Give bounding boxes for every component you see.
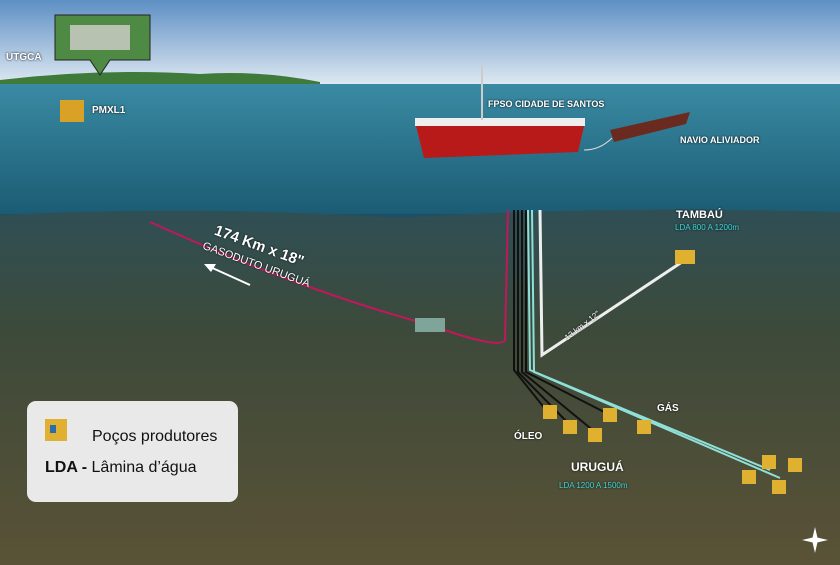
label-tambau-lda: LDA 800 A 1200m <box>675 223 740 232</box>
legend-wells-label: Poços produtores <box>92 428 218 445</box>
well-legend-icon <box>45 419 67 441</box>
legend: Poços produtores LDA - Lâmina d’água <box>27 401 238 502</box>
compass-rose-icon <box>802 527 828 553</box>
legend-lda-label: LDA - Lâmina d’água <box>45 459 196 477</box>
label-urugua: URUGUÁ <box>571 460 624 474</box>
sea <box>0 84 840 214</box>
production-wells <box>543 405 802 494</box>
arrow-head-icon <box>204 264 216 272</box>
oil-lines <box>513 210 611 433</box>
label-gas: GÁS <box>657 403 679 414</box>
label-urugua-lda: LDA 1200 A 1500m <box>559 481 628 490</box>
fpso-ship <box>415 122 585 158</box>
pmxl1-platform-icon <box>60 100 84 122</box>
shuttle-tanker <box>610 112 690 142</box>
legend-lda-text: Lâmina d’água <box>91 459 197 476</box>
seabed <box>0 209 840 565</box>
label-oleo: ÓLEO <box>514 431 543 442</box>
tambau-manifold <box>675 250 695 264</box>
label-pmxl1: PMXL1 <box>92 105 126 116</box>
label-navio-aliviador: NAVIO ALIVIADOR <box>680 135 760 145</box>
gasoduto-urugua-pipeline <box>149 209 509 344</box>
gas-lines <box>527 209 781 479</box>
label-utgca: UTGCA <box>6 52 42 63</box>
fpso-deck <box>415 118 585 126</box>
tambau-flowline <box>538 209 686 358</box>
label-tambau: TAMBAÚ <box>676 209 723 221</box>
manifold <box>415 318 445 332</box>
utgca-buildings <box>70 25 130 50</box>
label-fpso: FPSO CIDADE DE SANTOS <box>488 99 605 109</box>
legend-lda-abbr: LDA - <box>45 459 88 476</box>
hawser-line <box>583 137 613 151</box>
direction-arrow <box>207 265 251 286</box>
